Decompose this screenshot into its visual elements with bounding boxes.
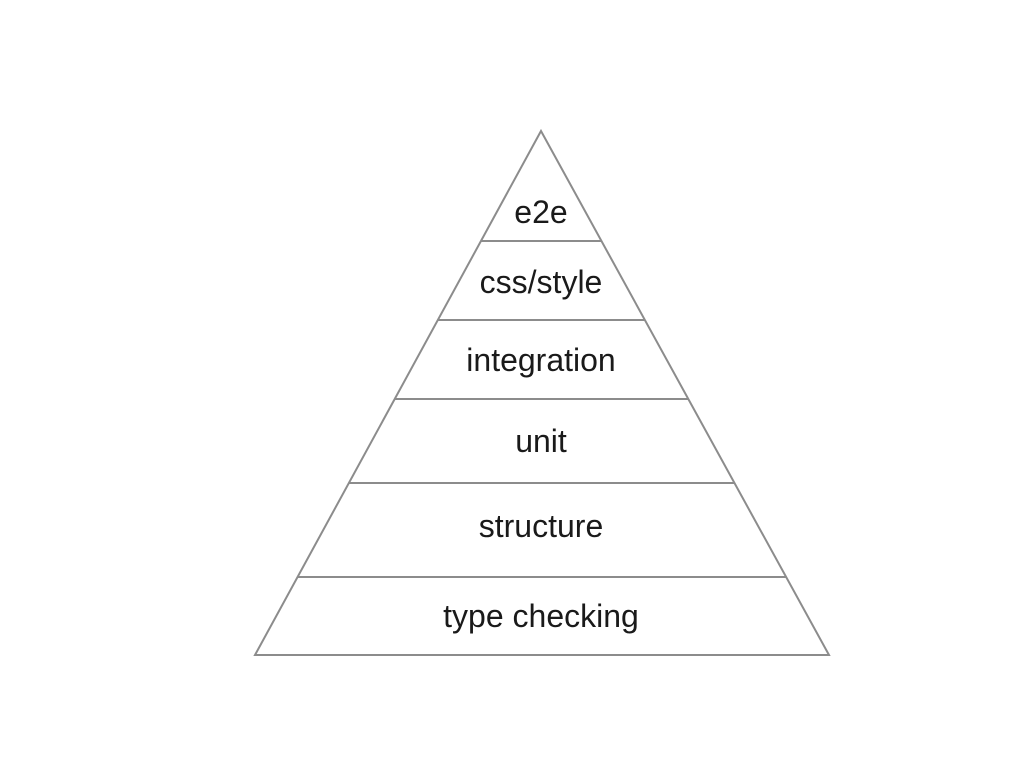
layer-label-structure: structure: [479, 508, 603, 544]
layer-label-css-style: css/style: [480, 264, 603, 300]
pyramid-outline: [253, 128, 831, 656]
layer-label-unit: unit: [515, 423, 567, 459]
layer-label-type-checking: type checking: [443, 598, 639, 634]
layer-label-integration: integration: [466, 342, 615, 378]
layer-label-e2e: e2e: [514, 194, 567, 230]
